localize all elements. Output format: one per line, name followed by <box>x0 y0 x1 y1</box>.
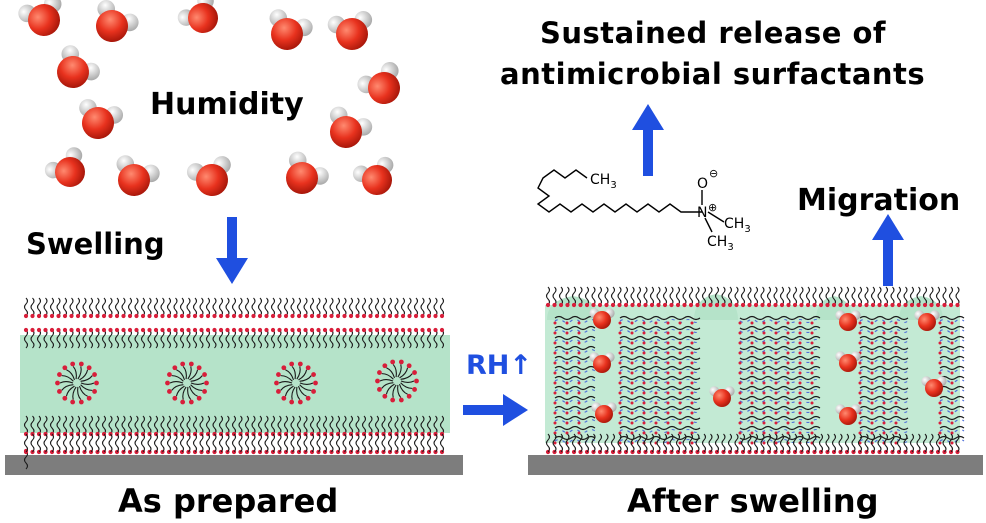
water-molecule <box>835 351 861 372</box>
water-molecule <box>921 376 947 397</box>
water-molecule <box>96 0 139 42</box>
migration-arrow <box>872 214 904 286</box>
as-prepared-film <box>5 297 463 475</box>
left-top-surfactant-layer <box>23 297 445 349</box>
water-molecule <box>269 9 313 50</box>
plus-charge-label: ⊕ <box>708 201 717 214</box>
ch3-top-label: CH3 <box>590 172 617 191</box>
after-swelling-label: After swelling <box>627 482 879 520</box>
water-molecule <box>18 0 62 36</box>
micelle <box>274 361 318 405</box>
rh-arrow <box>463 394 528 426</box>
minus-charge-label: ⊖ <box>709 167 718 180</box>
release-title-line2: antimicrobial surfactants <box>500 57 926 91</box>
left-bottom-surfactant-layer <box>23 415 445 470</box>
right-top-surfactant-layer <box>545 286 960 308</box>
swelling-label: Swelling <box>26 227 165 261</box>
micelle <box>375 359 419 403</box>
water-molecule <box>835 310 861 331</box>
migration-label: Migration <box>797 183 961 218</box>
rh-increase-label: RH↑ <box>466 350 533 381</box>
micelles <box>55 359 419 405</box>
humidity-label: Humidity <box>150 87 304 122</box>
after-swelling-film <box>528 286 983 475</box>
ch3-bottom-label: CH3 <box>707 234 734 253</box>
release-arrow <box>632 104 664 176</box>
micelle <box>55 361 99 405</box>
swelling-arrow <box>216 217 248 284</box>
water-molecule <box>591 402 617 423</box>
right-bottom-surfactant-layer <box>545 433 960 455</box>
water-molecule <box>186 156 231 196</box>
water-molecule <box>329 106 373 148</box>
water-molecule <box>327 11 373 50</box>
water-molecule <box>914 310 940 331</box>
water-molecules-cloud <box>18 0 400 196</box>
water-molecule <box>835 404 861 425</box>
water-molecule <box>589 352 615 373</box>
water-molecule <box>57 45 100 88</box>
water-molecule <box>357 62 400 104</box>
water-molecule <box>709 386 735 407</box>
water-molecule <box>286 151 329 194</box>
right-lamellar-stacks <box>553 315 965 445</box>
water-molecule <box>44 147 85 187</box>
as-prepared-label: As prepared <box>118 482 339 520</box>
surfactant-molecule-structure <box>536 169 725 233</box>
release-title-line1: Sustained release of <box>540 16 887 50</box>
water-molecule <box>589 308 615 329</box>
left-substrate <box>5 455 463 475</box>
water-molecule <box>116 155 160 196</box>
molecule-labels: CH3 O ⊖ N ⊕ CH3 CH3 <box>590 167 751 253</box>
right-water-molecules <box>589 308 947 425</box>
nitrogen-label: N <box>697 205 707 221</box>
water-molecule <box>79 99 124 139</box>
water-molecule <box>177 0 218 33</box>
right-substrate <box>528 455 983 475</box>
micelle <box>165 361 209 405</box>
water-molecule <box>352 156 394 195</box>
oxygen-label: O <box>697 176 708 192</box>
ch3-right-label: CH3 <box>724 216 751 235</box>
